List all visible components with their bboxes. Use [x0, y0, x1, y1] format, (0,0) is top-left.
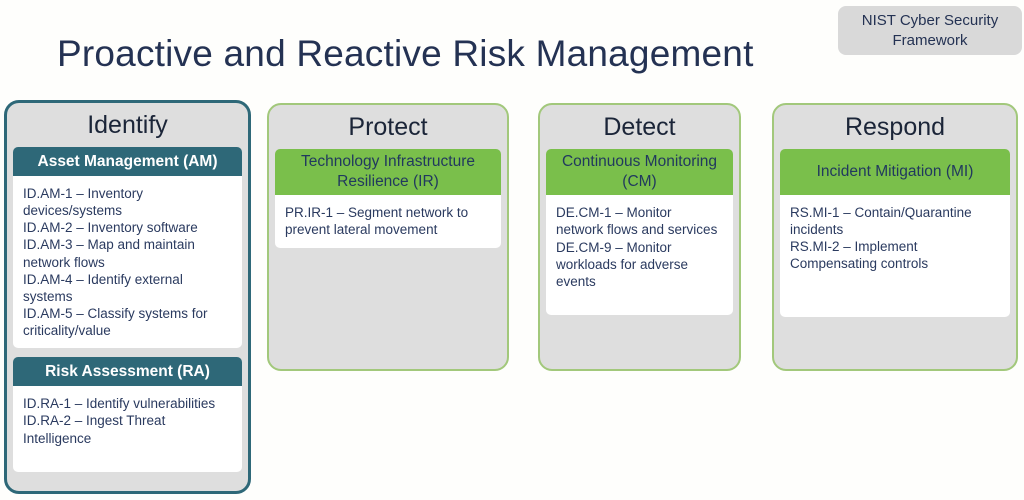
section-header-continuous-monitoring: Continuous Monitoring (CM)	[546, 149, 733, 196]
column-detect-title: Detect	[603, 113, 676, 141]
column-detect: Detect Continuous Monitoring (CM) DE.CM-…	[538, 103, 741, 371]
column-respond: Respond Incident Mitigation (MI) RS.MI-1…	[772, 103, 1018, 371]
section-asset-management: Asset Management (AM) ID.AM-1 – Inventor…	[13, 147, 242, 349]
column-identify-title: Identify	[87, 111, 168, 139]
section-header-asset-management: Asset Management (AM)	[13, 147, 242, 176]
section-body-infrastructure-resilience: PR.IR-1 – Segment network to prevent lat…	[275, 195, 501, 248]
framework-badge: NIST Cyber Security Framework	[838, 6, 1022, 55]
control-item: ID.AM-5 – Classify systems for criticali…	[23, 305, 208, 339]
section-body-asset-management: ID.AM-1 – Inventory devices/systems ID.A…	[13, 176, 242, 349]
column-respond-title: Respond	[844, 113, 946, 141]
page-title: Proactive and Reactive Risk Management	[57, 33, 754, 74]
column-protect-title: Protect	[348, 113, 428, 141]
control-item: ID.AM-3 – Map and maintain network flows	[23, 237, 195, 270]
section-risk-assessment: Risk Assessment (RA) ID.RA-1 – Identify …	[13, 357, 242, 473]
control-item: DE.CM-1 – Monitor network flows and serv…	[556, 205, 718, 238]
control-item: ID.AM-4 – Identify external systems	[23, 271, 183, 304]
column-protect: Protect Technology Infrastructure Resili…	[267, 103, 509, 371]
column-identify: Identify Asset Management (AM) ID.AM-1 –…	[4, 100, 251, 494]
section-header-incident-mitigation: Incident Mitigation (MI)	[780, 149, 1010, 195]
section-body-continuous-monitoring: DE.CM-1 – Monitor network flows and serv…	[546, 195, 733, 316]
control-item: PR.IR-1 – Segment network to prevent lat…	[285, 205, 469, 238]
section-body-risk-assessment: ID.RA-1 – Identify vulnerabilities ID.RA…	[13, 386, 242, 473]
control-item: ID.AM-2 – Inventory software	[23, 220, 198, 236]
control-item: ID.RA-2 – Ingest Threat Intelligence	[23, 413, 166, 446]
section-infrastructure-resilience: Technology Infrastructure Resilience (IR…	[275, 149, 501, 248]
control-item: DE.CM-9 – Monitor workloads for adverse …	[556, 239, 689, 289]
control-item: ID.AM-1 – Inventory devices/systems	[23, 186, 144, 219]
section-continuous-monitoring: Continuous Monitoring (CM) DE.CM-1 – Mon…	[546, 149, 733, 316]
section-header-risk-assessment: Risk Assessment (RA)	[13, 357, 242, 387]
section-incident-mitigation: Incident Mitigation (MI) RS.MI-1 – Conta…	[780, 149, 1010, 317]
section-body-incident-mitigation: RS.MI-1 – Contain/Quarantine incidents R…	[780, 195, 1010, 317]
section-header-infrastructure-resilience: Technology Infrastructure Resilience (IR…	[275, 149, 501, 196]
control-item: RS.MI-2 – Implement Compensating control…	[790, 239, 929, 272]
control-item: ID.RA-1 – Identify vulnerabilities	[23, 396, 216, 412]
control-item: RS.MI-1 – Contain/Quarantine incidents	[790, 205, 972, 238]
